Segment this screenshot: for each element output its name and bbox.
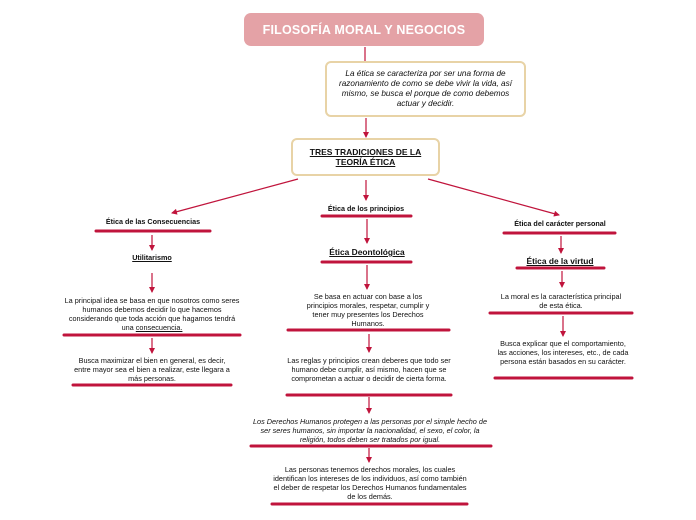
- intro-text: La ética se caracteriza por ser una form…: [339, 69, 512, 108]
- right-heading: Ética del carácter personal: [514, 219, 606, 228]
- intro-note: La ética se caracteriza por ser una form…: [325, 61, 526, 117]
- middle-text2: Las reglas y principios crean deberes qu…: [287, 356, 451, 383]
- left-text1-main: La principal idea se basa en que nosotro…: [64, 296, 240, 332]
- right-text2: Busca explicar que el comportamiento, la…: [497, 339, 629, 366]
- left-text2: Busca maximizar el bien en general, es d…: [74, 356, 230, 383]
- traditions-node: TRES TRADICIONES DE LA TEORÍA ÉTICA: [291, 138, 440, 176]
- middle-text4: Las personas tenemos derechos morales, l…: [273, 465, 467, 501]
- right-text1: La moral es la característica principal …: [500, 292, 622, 310]
- left-heading: Ética de las Consecuencias: [105, 217, 201, 226]
- middle-text1: Se basa en actuar con base a los princip…: [306, 292, 430, 328]
- link-traditions-right: [427, 178, 560, 217]
- map-title: FILOSOFÍA MORAL Y NEGOCIOS: [244, 13, 484, 46]
- right-subheading: Ética de la virtud: [526, 256, 594, 266]
- middle-subheading: Ética Deontológica: [329, 247, 405, 257]
- traditions-title: TRES TRADICIONES DE LA TEORÍA ÉTICA: [309, 147, 422, 167]
- link-traditions-left: [171, 178, 299, 215]
- left-text1-underlined: consecuencia.: [135, 323, 183, 332]
- left-text1: La principal idea se basa en que nosotro…: [62, 296, 242, 332]
- middle-text3: Los Derechos Humanos protegen a las pers…: [252, 417, 488, 444]
- left-subheading: Utilitarismo: [132, 253, 172, 262]
- middle-heading: Ética de los principios: [327, 204, 405, 213]
